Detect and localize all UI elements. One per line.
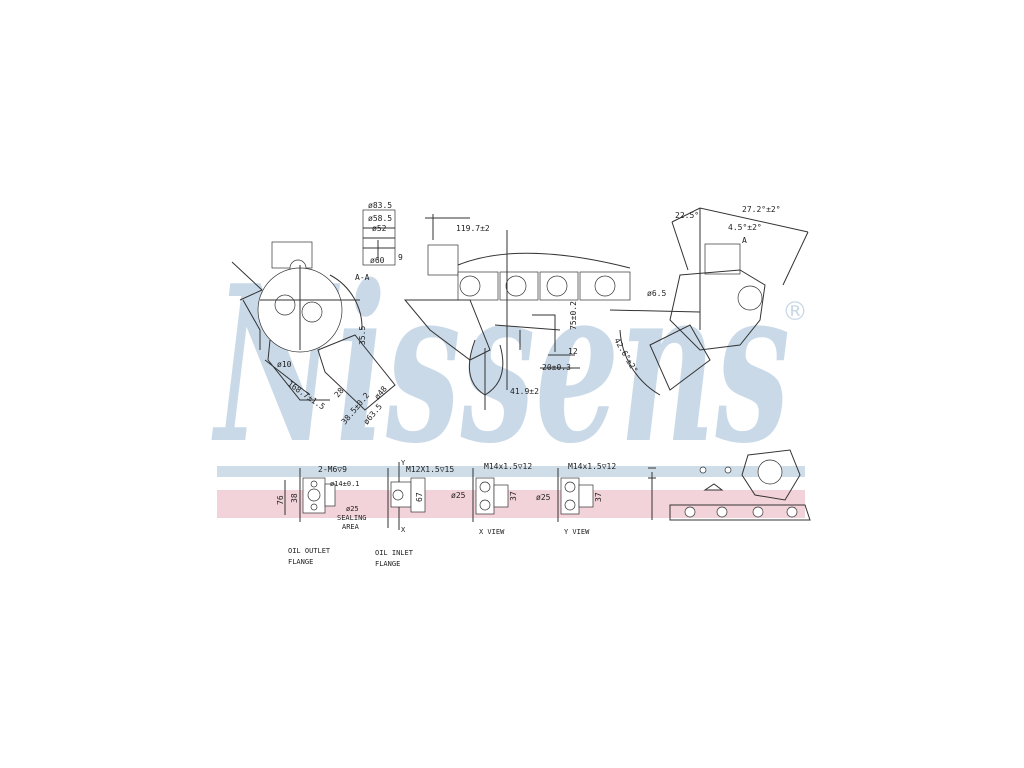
y-view-drawing [557,468,594,522]
dim-label: SEALING [337,514,367,522]
turbo-side-view [609,207,809,396]
dim-label: ø14±0.1 [330,480,360,488]
dim-label: ø25 [346,505,359,513]
dim-label: AREA [342,523,360,531]
dim-label: 75±0.2 [569,301,578,330]
registered-mark: ® [782,297,808,327]
flange-caption: OIL INLET [375,549,414,557]
dim-label: ø60 [370,256,385,265]
section-a-a-detail [362,209,396,266]
oil-outlet-flange-drawing [284,468,336,522]
flange-caption: FLANGE [288,558,313,566]
dim-label: ø25 [451,491,466,500]
dim-label: M12X1.5▽15 [406,465,454,474]
flange-caption: X VIEW [479,528,505,536]
section-label: A-A [355,273,370,282]
dim-label: 119.7±2 [456,224,490,233]
dim-label: Y [401,459,406,467]
dim-label: 4.5°±2° [728,223,762,232]
flange-caption: FLANGE [375,560,400,568]
dim-label: 76 [276,495,285,505]
gasket-and-bolt-parts [648,449,811,521]
dim-label: 22.5° [675,211,699,220]
blue-stripe [217,466,805,477]
dim-label: 12 [568,347,578,356]
dim-label: 20±0.3 [542,363,571,372]
dim-label: X [401,526,406,534]
turbo-front-view [231,241,396,411]
dim-label: ø6.5 [647,289,666,298]
dim-label: ø52 [372,224,387,233]
oil-inlet-flange-drawing [387,462,426,530]
dim-label: 38 [290,493,299,503]
dim-label: 2-M6▽9 [318,465,347,474]
dim-label: ø58.5 [368,214,392,223]
flange-caption: OIL OUTLET [288,547,331,555]
dim-label: 35.5 [358,326,367,345]
dim-label: 67 [415,492,424,502]
dim-label: ø10 [277,360,292,369]
dim-label: 27.2°±2° [742,205,781,214]
dim-label: M14x1.5▽12 [484,462,532,471]
dim-label: M14x1.5▽12 [568,462,616,471]
dim-label: 9 [398,253,403,262]
flange-caption: Y VIEW [564,528,590,536]
dim-label: A [742,236,747,245]
manifold-side-view [403,214,631,410]
dim-label: 37 [594,492,603,502]
dim-label: ø25 [536,493,551,502]
x-view-drawing [472,468,509,522]
dim-label: 41.9±2 [510,387,539,396]
dim-label: ø83.5 [368,201,392,210]
dim-label: 37 [509,491,518,501]
